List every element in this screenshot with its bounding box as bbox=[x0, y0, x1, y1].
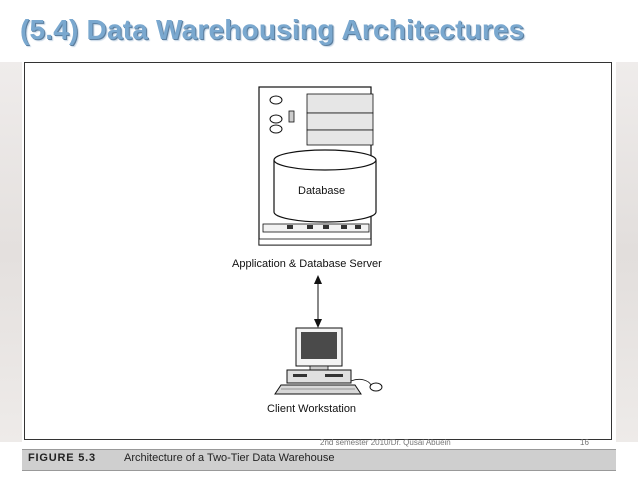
architecture-diagram bbox=[258, 86, 383, 395]
slide-background-left bbox=[0, 62, 22, 442]
footer-text: 2nd semester 2010/Dr. Qusai Abuein bbox=[320, 438, 451, 447]
database-cylinder-icon bbox=[273, 149, 377, 223]
figure-caption-bar: FIGURE 5.3 Architecture of a Two-Tier Da… bbox=[22, 449, 616, 471]
database-label: Database bbox=[298, 185, 346, 197]
figure-number: FIGURE 5.3 bbox=[28, 452, 96, 464]
connection-arrow bbox=[314, 275, 322, 328]
desktop-computer-icon bbox=[274, 327, 362, 395]
slide-background-right bbox=[616, 62, 638, 442]
client-workstation-label: Client Workstation bbox=[267, 403, 357, 415]
figure-caption-text: Architecture of a Two-Tier Data Warehous… bbox=[124, 452, 335, 464]
slide-title: (5.4) Data Warehousing Architectures bbox=[20, 14, 525, 45]
figure-frame: Database Application & Database Server C… bbox=[24, 62, 612, 440]
mouse-icon bbox=[350, 378, 383, 392]
server-label: Application & Database Server bbox=[232, 258, 382, 270]
page-number: 16 bbox=[580, 438, 589, 447]
